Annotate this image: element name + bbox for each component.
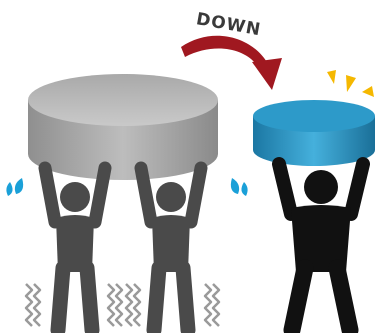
- grey-figure-left: [45, 168, 105, 330]
- large-grey-disc-icon: [28, 74, 218, 180]
- curved-arrow-down-icon: [181, 36, 282, 90]
- grey-figure-right: [141, 168, 201, 330]
- down-label: DOWN: [195, 9, 263, 40]
- small-blue-disc-icon: [253, 100, 375, 166]
- sparkle-icon: [327, 70, 374, 97]
- black-figure: [279, 164, 363, 330]
